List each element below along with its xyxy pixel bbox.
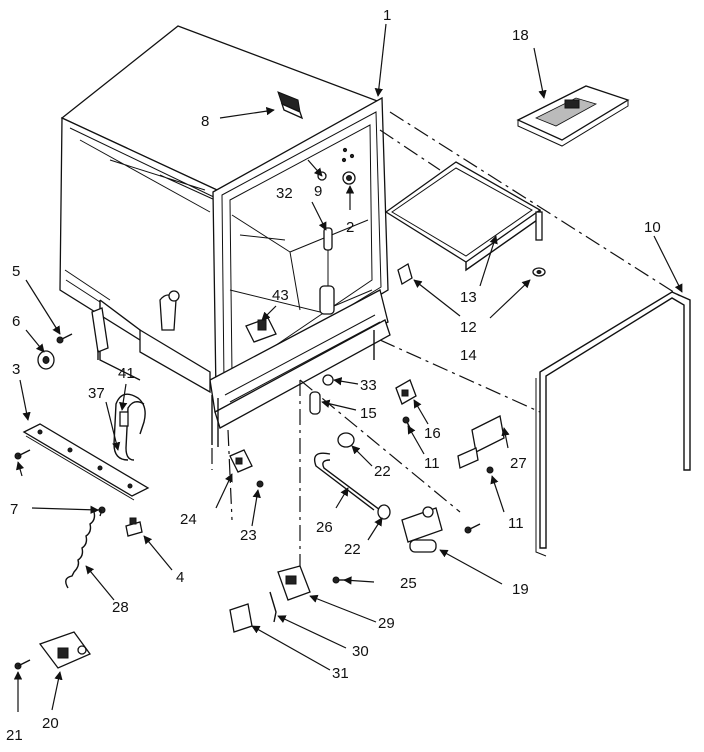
callout-22-upper: 22: [374, 463, 391, 480]
callout-9: 9: [314, 183, 322, 200]
callout-6: 6: [12, 313, 20, 330]
callout-1: 1: [383, 7, 391, 24]
callout-12: 12: [460, 319, 477, 336]
callout-23: 23: [240, 527, 257, 544]
callout-26: 26: [316, 519, 333, 536]
lower-parts: [14, 263, 505, 670]
handle-part-18: [516, 85, 630, 147]
callout-31: 31: [332, 665, 349, 682]
callout-43: 43: [272, 287, 289, 304]
callout-20: 20: [42, 715, 59, 732]
callout-27: 27: [510, 455, 527, 472]
callout-11-lower: 11: [508, 515, 524, 532]
callout-33: 33: [360, 377, 377, 394]
callout-37: 37: [88, 385, 105, 402]
callout-41: 41: [118, 365, 135, 382]
callout-5: 5: [12, 263, 20, 280]
callout-14: 14: [460, 347, 477, 364]
callout-3: 3: [12, 361, 20, 378]
tub-assembly: [59, 25, 391, 447]
callout-30: 30: [352, 643, 369, 660]
callout-29: 29: [378, 615, 395, 632]
callout-11-upper: 11: [424, 455, 440, 472]
callout-22-lower: 22: [344, 541, 361, 558]
callout-4: 4: [176, 569, 184, 586]
callout-28: 28: [112, 599, 129, 616]
callout-15: 15: [360, 405, 377, 422]
callout-labels: 1 8 18 9 32 2 10 13 12 14 43 5 6 3 41 37…: [6, 7, 661, 744]
callout-2: 2: [346, 219, 354, 236]
frame-part-10: [535, 291, 691, 557]
callout-7: 7: [10, 501, 18, 518]
leader-lines: [13, 23, 683, 712]
callout-8: 8: [201, 113, 209, 130]
lid-part-13: [384, 161, 546, 277]
left-parts: [14, 333, 150, 589]
callout-18: 18: [512, 27, 529, 44]
callout-21: 21: [6, 727, 23, 744]
callout-25: 25: [400, 575, 417, 592]
callout-24: 24: [180, 511, 197, 528]
callout-13: 13: [460, 289, 477, 306]
callout-19: 19: [512, 581, 529, 598]
callout-16: 16: [424, 425, 441, 442]
callout-10: 10: [644, 219, 661, 236]
callout-32: 32: [276, 185, 293, 202]
